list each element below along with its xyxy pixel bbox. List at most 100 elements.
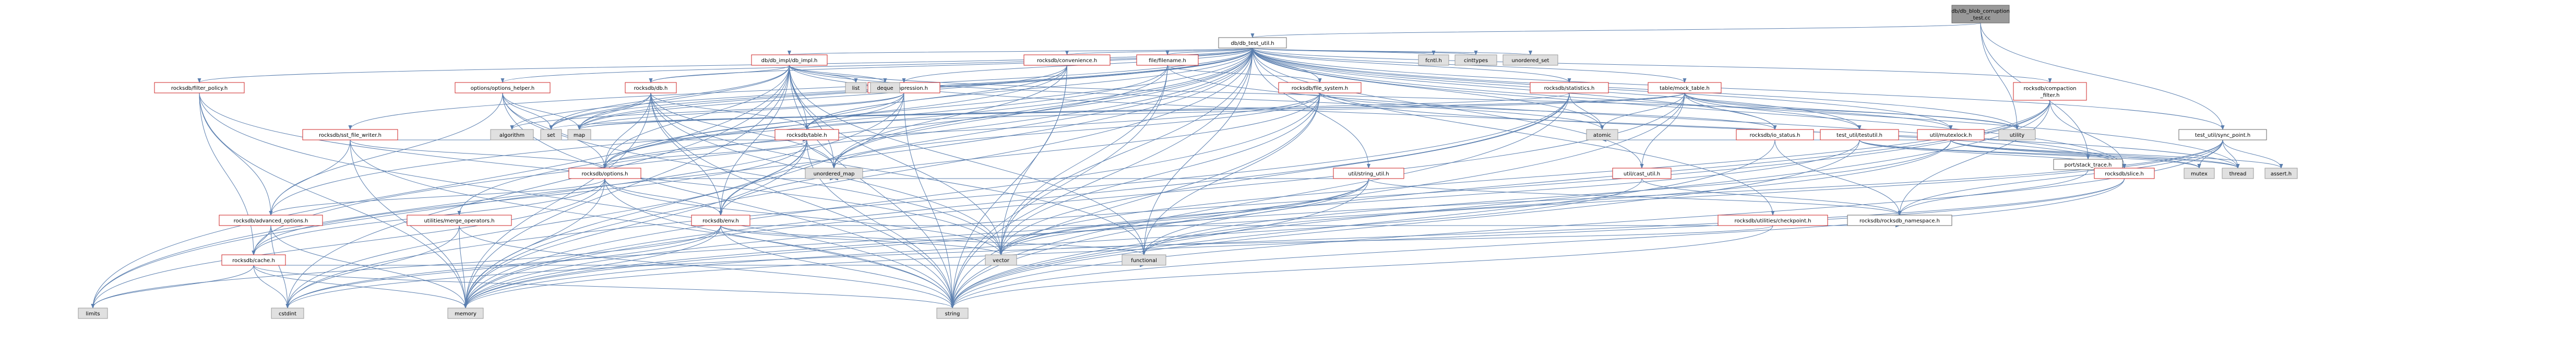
node-box-namespace — [1847, 215, 1952, 226]
node-box-options[interactable] — [568, 168, 641, 179]
node-filesystem[interactable]: rocksdb/file_system.h — [1278, 82, 1362, 93]
edge-dbimpl-to-map — [577, 65, 790, 130]
node-box-convenience[interactable] — [1023, 54, 1111, 66]
node-box-checkpoint[interactable] — [1718, 215, 1828, 226]
node-box-cache[interactable] — [221, 254, 286, 266]
node-advoptions[interactable]: rocksdb/advanced_options.h — [219, 215, 323, 226]
node-box-filterpolicy[interactable] — [154, 82, 245, 93]
node-cache[interactable]: rocksdb/cache.h — [221, 254, 286, 266]
edge-dbtestutil-to-syncpoint — [1252, 48, 2225, 130]
edge-compression-to-options — [603, 92, 904, 169]
edge-dbtestutil-to-unordered_set — [1252, 48, 1532, 55]
node-box-optionshelper[interactable] — [455, 82, 551, 93]
edge-cache-to-cstdint — [253, 265, 290, 309]
node-slice[interactable]: rocksdb/slice.h — [2094, 168, 2155, 179]
node-box-sstwriter[interactable] — [302, 129, 398, 140]
node-castutil[interactable]: util/cast_util.h — [1612, 168, 1672, 179]
node-box-dbimpl[interactable] — [751, 54, 828, 66]
node-label-set: set — [547, 133, 555, 138]
node-label-advoptions: rocksdb/advanced_options.h — [234, 218, 308, 224]
node-filterpolicy[interactable]: rocksdb/filter_policy.h — [154, 82, 245, 93]
node-box-table[interactable] — [774, 129, 839, 140]
edge-advoptions-to-memory — [270, 225, 468, 309]
edge-cache-to-memory — [253, 265, 468, 309]
node-label-convenience: rocksdb/convenience.h — [1037, 58, 1097, 64]
edge-filesystem-to-unordered_map — [832, 92, 1320, 169]
node-box-utility — [1998, 129, 2036, 140]
node-table[interactable]: rocksdb/table.h — [774, 129, 839, 140]
node-dbtestutil: db/db_test_util.h — [1218, 37, 1287, 49]
edge-dbtestutil-to-statistics — [1252, 48, 1571, 83]
edge-envh-to-memory — [463, 225, 721, 309]
node-label-unordered_set: unordered_set — [1512, 58, 1549, 64]
node-options[interactable]: rocksdb/options.h — [568, 168, 641, 179]
node-stringutil[interactable]: util/string_util.h — [1333, 168, 1404, 179]
node-rocksdb_db[interactable]: rocksdb/db.h — [625, 82, 677, 93]
node-box-advoptions[interactable] — [219, 215, 323, 226]
edge-root-to-syncpoint — [1980, 22, 2225, 130]
node-box-slice[interactable] — [2094, 168, 2155, 179]
edge-optionshelper-to-map — [502, 92, 581, 130]
node-mutexlock[interactable]: util/mutexlock.h — [1917, 129, 1985, 140]
node-label-thread: thread — [2229, 171, 2247, 177]
edge-envh-to-cstdint — [285, 225, 721, 309]
edge-rocksdb_db-to-envh — [650, 92, 723, 216]
edge-convenience-to-map — [577, 65, 1067, 130]
node-statistics[interactable]: rocksdb/statistics.h — [1530, 82, 1609, 93]
node-box-iostatus[interactable] — [1736, 129, 1814, 140]
node-box-mutexlock[interactable] — [1917, 129, 1985, 140]
node-box-filesystem[interactable] — [1278, 82, 1362, 93]
node-box-mergeops[interactable] — [407, 215, 512, 226]
node-box-dbtestutil — [1218, 37, 1287, 49]
node-convenience[interactable]: rocksdb/convenience.h — [1023, 54, 1111, 66]
node-label-cstdint: cstdint — [279, 311, 296, 317]
node-box-memory — [447, 308, 484, 319]
edge-sstwriter-to-string — [350, 139, 955, 309]
edge-dbtestutil-to-mergeops — [457, 48, 1253, 216]
node-filename[interactable]: file/filename.h — [1136, 54, 1199, 66]
node-sstwriter[interactable]: rocksdb/sst_file_writer.h — [302, 129, 398, 140]
node-optionshelper[interactable]: options/options_helper.h — [455, 82, 551, 93]
node-syncpoint: test_util/sync_point.h — [2178, 129, 2267, 140]
edge-dbtestutil-to-convenience — [1065, 48, 1253, 55]
node-box-mocktable[interactable] — [1648, 82, 1722, 93]
edge-rocksdb_db-to-unordered_map — [650, 92, 836, 169]
node-box-assert — [2264, 168, 2298, 179]
node-box-testutil[interactable] — [1820, 129, 1899, 140]
edge-dbtestutil-to-utility — [1252, 48, 2019, 130]
edge-mutexlock-to-functional — [1142, 139, 1951, 255]
node-label-dbtestutil: db/db_test_util.h — [1231, 41, 1274, 46]
node-box-stringutil[interactable] — [1333, 168, 1404, 179]
node-label-compression: util/compression.h — [880, 86, 928, 91]
edge-options-to-vector — [604, 178, 1003, 255]
node-label-rocksdb_db: rocksdb/db.h — [634, 86, 668, 91]
node-label-options: rocksdb/options.h — [582, 171, 628, 177]
node-limits: limits — [78, 308, 108, 319]
node-testutil[interactable]: test_util/testutil.h — [1820, 129, 1899, 140]
node-cinttypes: cinttypes — [1454, 54, 1497, 66]
node-envh[interactable]: rocksdb/env.h — [691, 215, 750, 226]
node-box-compfilter[interactable] — [2013, 82, 2087, 101]
node-checkpoint[interactable]: rocksdb/utilities/checkpoint.h — [1718, 215, 1828, 226]
node-compfilter[interactable]: rocksdb/compaction_filter.h — [2013, 82, 2087, 101]
node-mocktable[interactable]: table/mock_table.h — [1648, 82, 1722, 93]
node-stacktrace: port/stack_trace.h — [2053, 159, 2123, 170]
node-box-rocksdb_db[interactable] — [625, 82, 677, 93]
node-box-statistics[interactable] — [1530, 82, 1609, 93]
edge-root-to-dbtestutil — [1251, 22, 1981, 38]
edge-filename-to-vector — [999, 65, 1168, 255]
node-box-castutil[interactable] — [1612, 168, 1672, 179]
node-box-limits — [78, 308, 108, 319]
node-dbimpl[interactable]: db/db_impl/db_impl.h — [751, 54, 828, 66]
node-iostatus[interactable]: rocksdb/io_status.h — [1736, 129, 1814, 140]
node-label-cache: rocksdb/cache.h — [232, 258, 275, 264]
edge-options-to-memory — [463, 178, 605, 309]
edge-dbimpl-to-functional — [789, 65, 1146, 255]
node-mergeops[interactable]: utilities/merge_operators.h — [407, 215, 512, 226]
edge-compfilter-to-namespace — [1898, 100, 2050, 216]
node-label-mergeops: utilities/merge_operators.h — [424, 218, 494, 224]
node-box-envh[interactable] — [691, 215, 750, 226]
edge-optionshelper-to-set — [502, 92, 553, 130]
node-box-filename[interactable] — [1136, 54, 1199, 66]
